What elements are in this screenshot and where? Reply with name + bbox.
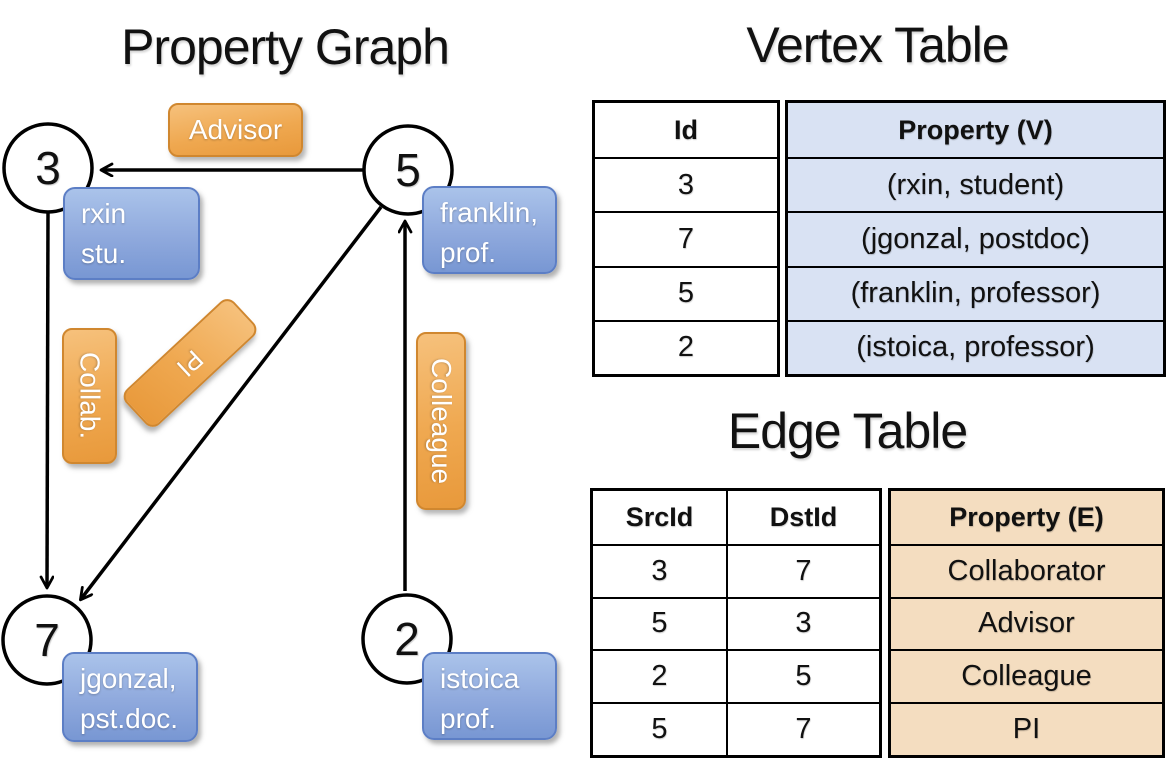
- vertex-table-property-cell: (jgonzal, postdoc): [788, 211, 1163, 266]
- vertex-box-jgonzal-line1: jgonzal,: [80, 663, 177, 694]
- edge-label-advisor: Advisor: [168, 103, 303, 157]
- edge-3-to-7: [47, 212, 48, 587]
- edge-table-src-cell: 2: [593, 649, 726, 702]
- vertex-table-id-cell: 7: [595, 211, 777, 265]
- node-id-2: 2: [394, 613, 420, 665]
- vertex-table-id-cell: 3: [595, 157, 777, 211]
- edge-table-header-dstid: DstId: [726, 491, 879, 544]
- vertex-table-header-id: Id: [674, 114, 698, 145]
- node-id-7: 7: [34, 614, 60, 666]
- vertex-table-header-property: Property (V): [788, 103, 1163, 158]
- edge-label-colleague: Colleague: [416, 332, 466, 510]
- vertex-box-franklin-line1: franklin,: [440, 197, 539, 228]
- node-id-3: 3: [35, 142, 61, 194]
- edge-table-src-cell: 5: [593, 702, 726, 755]
- vertex-box-rxin-line2: stu.: [81, 238, 127, 269]
- vertex-box-istoica-line1: istoica: [440, 663, 520, 694]
- vertex-box-franklin: franklin, prof.: [422, 186, 557, 274]
- vertex-table-id-cell: 2: [595, 319, 777, 374]
- edge-table-src-cell: 5: [593, 596, 726, 650]
- edge-table-dst-cell: 5: [726, 649, 879, 703]
- node-id-5: 5: [395, 144, 421, 196]
- vertex-table-property-cell: (rxin, student): [788, 157, 1163, 212]
- edge-table-property-cell: PI: [891, 702, 1162, 755]
- edge-5-to-7: [81, 205, 383, 599]
- vertex-table-property-column: Property (V) (rxin, student) (jgonzal, p…: [785, 100, 1166, 377]
- vertex-table-title: Vertex Table: [746, 17, 1009, 73]
- edge-table-dst-cell: 3: [726, 596, 879, 650]
- vertex-table-id-cell: 5: [595, 265, 777, 320]
- edge-table-src-cell: 3: [593, 543, 726, 597]
- vertex-box-istoica-line2: prof.: [440, 703, 497, 734]
- edge-table-dst-cell: 7: [726, 543, 879, 597]
- edge-table-title: Edge Table: [727, 403, 968, 459]
- vertex-box-jgonzal-line2: pst.doc.: [80, 703, 179, 734]
- edge-table-property-column: Property (E) Collaborator Advisor Collea…: [888, 488, 1165, 758]
- edge-table-property-cell: Colleague: [891, 649, 1162, 703]
- edge-table-dst-cell: 7: [726, 702, 879, 755]
- edge-label-collab: Collab.: [62, 328, 117, 464]
- vertex-box-franklin-line2: prof.: [440, 237, 497, 268]
- vertex-table-id-column: Id 3 7 5 2: [592, 100, 780, 377]
- property-graph-title: Property Graph: [121, 19, 450, 75]
- vertex-box-istoica: istoica prof.: [422, 652, 557, 740]
- edge-table-header-srcid: SrcId: [625, 501, 694, 532]
- edge-table-property-cell: Collaborator: [891, 543, 1162, 597]
- vertex-box-rxin-line1: rxin: [81, 198, 127, 229]
- edge-table-property-cell: Advisor: [891, 596, 1162, 650]
- vertex-box-jgonzal: jgonzal, pst.doc.: [62, 652, 198, 742]
- vertex-table-property-cell: (franklin, professor): [788, 265, 1163, 320]
- vertex-box-rxin: rxin stu.: [63, 187, 200, 280]
- edge-table-header-property: Property (E): [891, 491, 1162, 544]
- edge-table-id-columns: SrcId DstId 3 7 5 3 2 5 5 7: [590, 488, 882, 758]
- vertex-table-property-cell: (istoica, professor): [788, 319, 1163, 374]
